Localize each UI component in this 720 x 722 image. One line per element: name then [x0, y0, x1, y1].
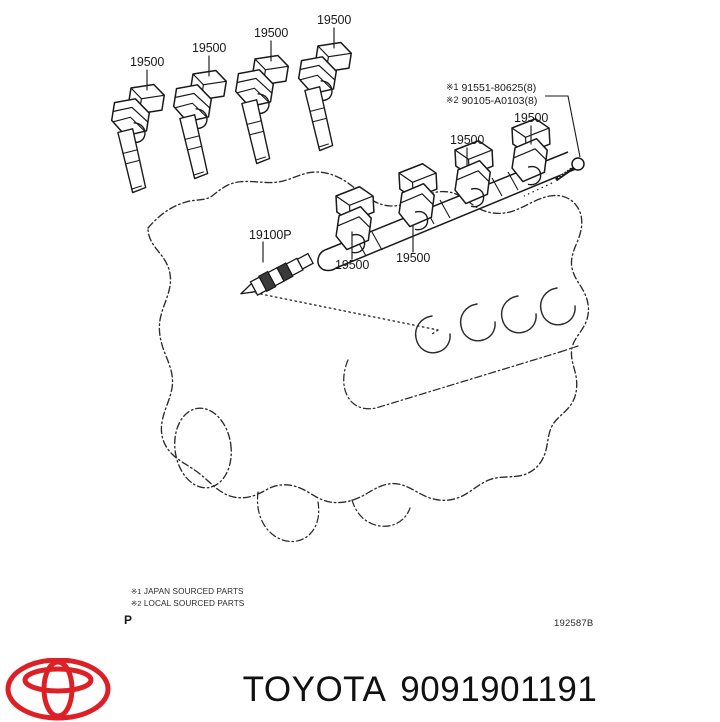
ignition-coil-exploded-2: [162, 64, 229, 182]
note-line-1: ※1 91551-80625(8): [446, 82, 537, 95]
callout-19500-5: 19500: [514, 111, 549, 125]
brand-name: TOYOTA: [242, 670, 387, 709]
drawing-number: 192587B: [554, 618, 594, 629]
engine-cover-panel-line: [343, 345, 579, 410]
spark-plug-bores: [414, 287, 576, 354]
legend-mark-2: ※2: [131, 598, 142, 608]
page-mark: P: [124, 613, 133, 627]
callout-19500-7: 19500: [396, 251, 431, 265]
engine-cover-lower-details: [256, 491, 411, 543]
ignition-coil-exploded-3: [224, 49, 291, 167]
callout-19500-8: 19500: [335, 258, 370, 272]
toyota-logo: [5, 658, 111, 721]
brand-banner: TOYOTA 9091901191: [0, 658, 720, 721]
technical-drawing: 19500 19500 19500 19500 19500 19500 1950…: [100, 13, 594, 629]
fastener-bolt: [523, 157, 585, 197]
callout-19100P: 19100P: [249, 228, 292, 242]
drawing-svg: [100, 27, 590, 543]
assembly-path-spark-plug: [245, 290, 439, 335]
callout-19500-3: 19500: [254, 26, 289, 40]
legend-text-1: JAPAN SOURCED PARTS: [143, 587, 244, 596]
legend-text-2: LOCAL SOURCED PARTS: [143, 598, 245, 608]
engine-cover-aperture: [174, 407, 232, 489]
callout-19500-2: 19500: [192, 41, 227, 55]
callout-19500-1: 19500: [130, 55, 165, 69]
sourcing-legend: ※1 JAPAN SOURCED PARTS ※2 LOCAL SOURCED …: [131, 586, 244, 609]
engine-cover-outline: [147, 171, 590, 504]
callout-leaders: [146, 27, 532, 263]
note-line-2: ※2 90105-A0103(8): [446, 95, 537, 108]
banner-text-group: TOYOTA 9091901191: [0, 660, 720, 720]
note-mark-2: ※2: [446, 95, 459, 106]
ignition-coil-rail-3: [451, 139, 496, 209]
sourced-parts-note: ※1 91551-80625(8) ※2 90105-A0103(8): [446, 82, 537, 109]
note-text-2: 90105-A0103(8): [461, 95, 538, 108]
leader-notes-to-bolt: [545, 95, 581, 158]
legend-line-2: ※2 LOCAL SOURCED PARTS: [131, 598, 244, 610]
callout-19500-4: 19500: [317, 13, 352, 27]
spark-plug: [240, 252, 314, 297]
callout-19500-6: 19500: [450, 133, 485, 147]
legend-line-1: ※1 JAPAN SOURCED PARTS: [131, 586, 244, 598]
ignition-coil-exploded-1: [100, 78, 167, 196]
note-mark-1: ※1: [446, 82, 459, 92]
part-number: 9091901191: [400, 670, 598, 709]
note-text-1: 91551-80625(8): [461, 82, 537, 94]
ignition-coil-exploded-4: [287, 36, 354, 154]
legend-mark-1: ※1: [131, 587, 142, 596]
